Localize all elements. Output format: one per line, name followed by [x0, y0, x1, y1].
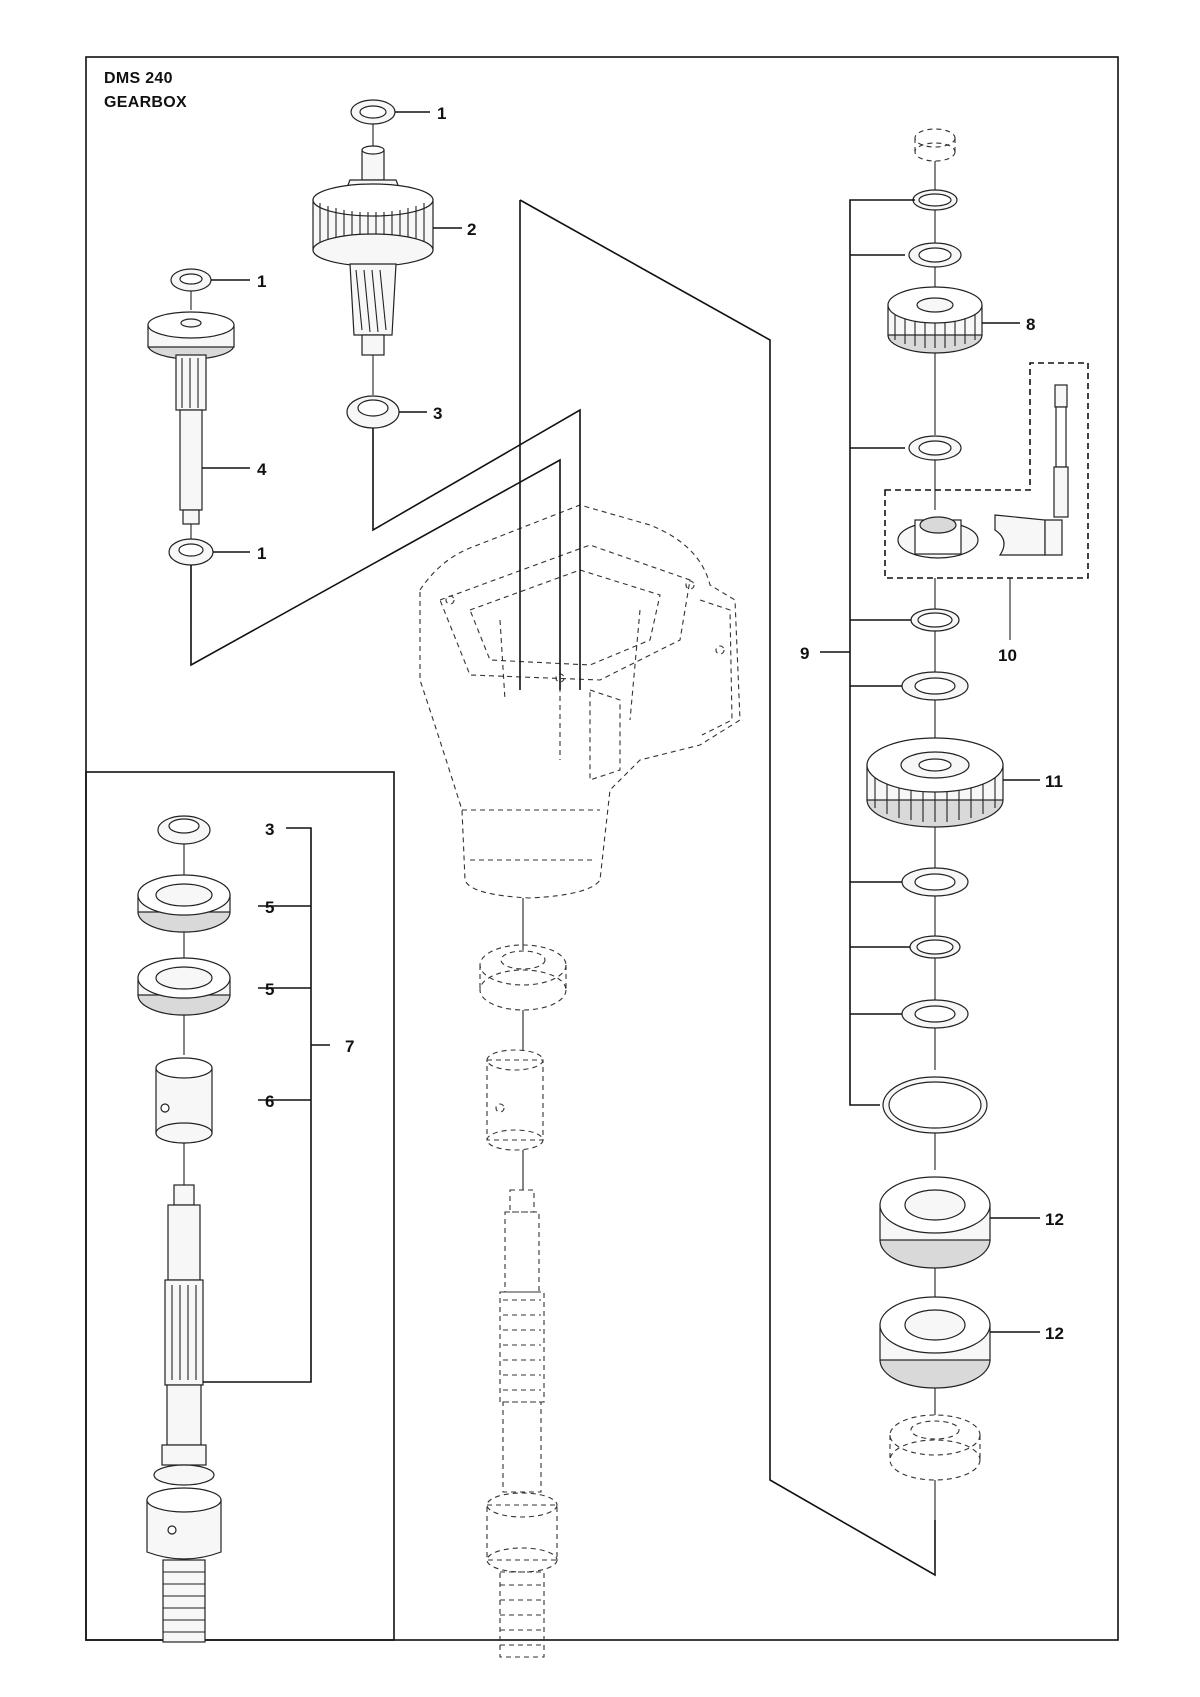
circlip-large	[882, 1076, 988, 1134]
circlip-top	[912, 189, 958, 211]
callout-leaders	[202, 111, 1040, 1333]
callout-5-b: 5	[265, 980, 274, 999]
dashed-bottom-seal	[889, 1414, 981, 1481]
dashed-spindle	[486, 1189, 558, 1658]
bearing-3-top	[346, 395, 400, 429]
shift-fork	[994, 514, 1063, 556]
callout-1-top: 1	[437, 104, 446, 123]
bearing-1-top	[350, 99, 396, 125]
bearing-1-left-top	[170, 268, 212, 292]
bracket-7	[203, 827, 330, 1383]
callout-10: 10	[998, 646, 1017, 665]
spacer-5-b	[137, 957, 231, 1016]
callout-8: 8	[1026, 315, 1035, 334]
callout-4: 4	[257, 460, 267, 479]
inset-frame	[85, 771, 395, 1641]
callout-2: 2	[467, 220, 476, 239]
callout-6: 6	[265, 1092, 274, 1111]
callout-11: 11	[1045, 772, 1063, 791]
gear-8	[887, 286, 983, 354]
spacer-5-a	[137, 874, 231, 933]
washer-4	[901, 867, 969, 897]
assembly-line-bearing3	[372, 408, 581, 690]
shift-pin	[1053, 384, 1069, 518]
washer-5	[901, 999, 969, 1029]
callout-7: 7	[345, 1037, 354, 1056]
bearing-3-inset	[157, 815, 211, 845]
circlip-3	[909, 935, 961, 959]
washer-1	[908, 242, 962, 268]
pinion-shaft-2	[312, 145, 434, 356]
spindle-7	[146, 1184, 222, 1643]
assembly-line-shaft4	[190, 458, 561, 690]
sleeve-6	[155, 1057, 213, 1144]
callout-9: 9	[800, 644, 809, 663]
section-title: GEARBOX	[104, 94, 187, 111]
gear-11	[866, 737, 1004, 828]
dashed-seal-ring	[479, 944, 567, 1011]
model-title: DMS 240	[104, 70, 173, 87]
callout-3-inset: 3	[265, 820, 274, 839]
callout-12-a: 12	[1045, 1210, 1064, 1229]
washer-2	[908, 435, 962, 461]
callout-1-left-top: 1	[257, 272, 266, 291]
callout-5-a: 5	[265, 898, 274, 917]
dashed-top-seal	[914, 128, 956, 162]
callout-12-b: 12	[1045, 1324, 1064, 1343]
dashed-sleeve	[486, 1049, 544, 1151]
callout-3-top: 3	[433, 404, 442, 423]
shift-collar	[897, 516, 979, 559]
part-10-box	[884, 362, 1089, 579]
bearing-12-a	[879, 1176, 991, 1269]
assembly-line-right	[519, 199, 936, 1577]
circlip-2	[910, 608, 960, 632]
intermediate-shaft-4	[147, 311, 235, 525]
bearing-12-b	[879, 1296, 991, 1389]
callout-1-left-bottom: 1	[257, 544, 266, 563]
bearing-1-left-bottom	[168, 538, 214, 566]
washer-3	[901, 671, 969, 701]
